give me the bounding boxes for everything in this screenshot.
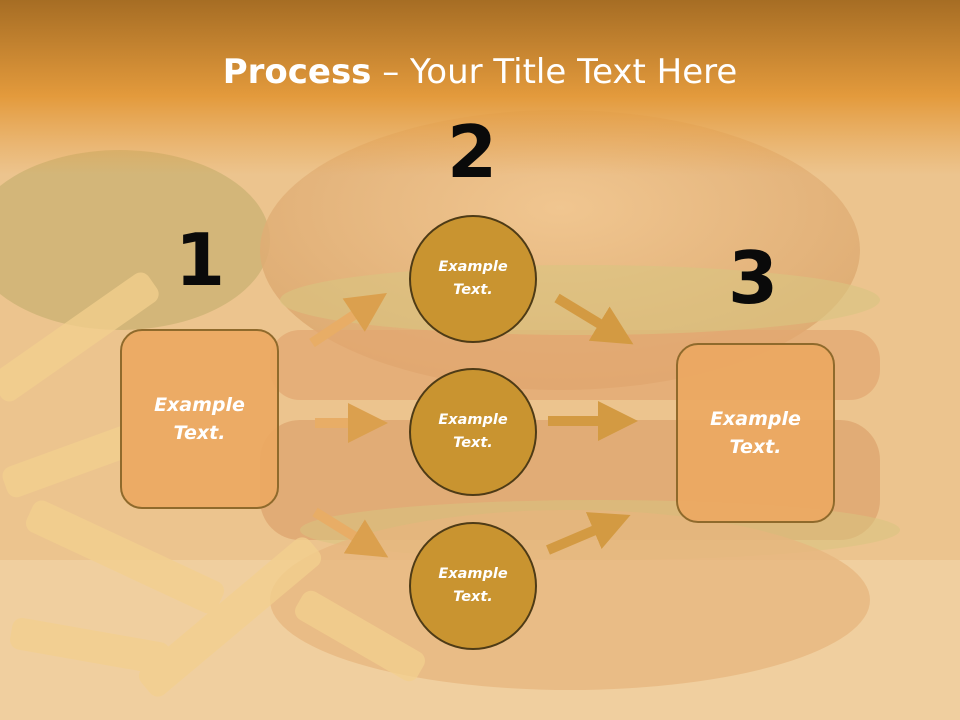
- circle-middle: Example Text.: [409, 368, 537, 496]
- step-1-box: Example Text.: [120, 329, 279, 509]
- circle-middle-text: Example Text.: [438, 411, 508, 451]
- circle-top-text: Example Text.: [438, 258, 508, 298]
- arrow-box1-to-top: [309, 293, 387, 348]
- slide-title: Process – Your Title Text Here: [0, 52, 960, 92]
- arrow-top-to-box3: [554, 293, 634, 345]
- title-bold: Process: [222, 52, 372, 92]
- step-number-1: 1: [174, 218, 226, 302]
- circle-top: Example Text.: [409, 215, 537, 343]
- arrow-box1-to-bottom: [312, 507, 389, 558]
- step-1-text: Example Text.: [154, 393, 245, 445]
- arrow-bottom-to-box3: [546, 512, 631, 555]
- circle-bottom: Example Text.: [409, 522, 537, 650]
- circle-bottom-text: Example Text.: [438, 565, 508, 605]
- title-rest: – Your Title Text Here: [371, 52, 738, 92]
- step-3-box: Example Text.: [676, 343, 835, 523]
- step-3-text: Example Text.: [710, 407, 801, 459]
- step-number-2: 2: [446, 110, 498, 194]
- step-number-3: 3: [727, 236, 779, 320]
